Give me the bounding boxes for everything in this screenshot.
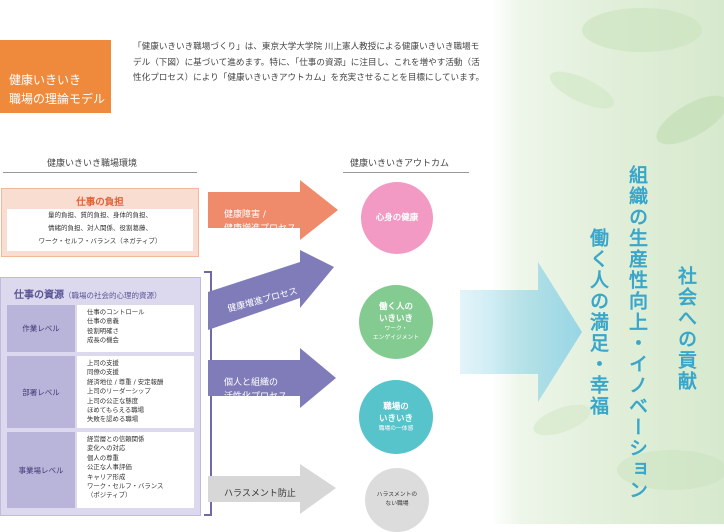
workplace-title-line: いきいき [378,413,413,424]
workplace-sub-line: 職場の一体感 [378,425,414,432]
resource-item: 同僚の支援 [87,368,119,377]
mental-physical-health-circle: 心身の健康 [361,182,433,254]
job-demands-box: 仕事の負担 量的負担、質的負担、身体的負担、 情緒的負担、対人関係、役割葛藤、 … [1,188,199,257]
no-harassment-circle: ハラスメントの ない職場 [365,468,429,532]
mental-physical-health-label: 心身の健康 [375,213,419,223]
resource-item: ほめてもらえる職場 [87,406,145,415]
resource-level-items: 上司の支援 同僚の支援 経済地位 / 尊重 / 安定報酬 上司のリーダーシップ … [77,356,194,428]
health-impairment-label: 健康障害 / 健康増進プロセス [224,208,296,236]
resource-item: 上司の公正な態度 [87,396,139,405]
worker-engagement-circle: 働く人の いきいき ワーク・ エンゲイジメント [359,285,433,359]
resource-item: 個人の尊重 [87,453,119,462]
resource-level-workplace: 事業場レベル 経営層との信頼関係 変化への対応 個人の尊重 公正な人事評価 キャ… [7,432,194,508]
harassment-label: ハラスメント防止 [224,489,296,499]
resource-level-label: 部署レベル [7,356,75,428]
resource-item: キャリア形成 [87,472,126,481]
resource-item: 失敗を認める職場 [87,415,139,424]
resource-item: 公正な人事評価 [87,463,132,472]
model-title-line1: 健康いきいき [9,73,82,87]
resource-item: 上司の支援 [87,359,119,367]
resource-item: 経済地位 / 尊重 / 安定報酬 [87,377,164,386]
job-demands-line: ワーク・セルフ・バランス（ネガティブ） [38,237,162,245]
environment-header: 健康いきいき職場環境 [47,159,138,169]
engagement-title-line: いきいき [378,314,413,324]
resource-level-department: 部署レベル 上司の支援 同僚の支援 経済地位 / 尊重 / 安定報酬 上司のリー… [7,356,194,428]
health-impairment-arrow [208,180,338,240]
model-title-line2: 職場の理論モデル [9,92,106,106]
process-arrows [208,180,338,514]
health-promotion-arrow [208,250,334,330]
resource-item: （ポジティブ） [87,491,132,500]
resource-level-label: 作業レベル [7,305,75,352]
resource-level-task: 作業レベル 仕事のコントロール 仕事の意義 役割明確さ 成長の機会 [7,305,194,352]
harassment-arrow [208,464,336,514]
social-contribution-text: 社会への貢献 [675,266,697,392]
intro-text: 「健康いきいき職場づくり」は、東京大学大学院 川上憲人教授による健康いきいき職場… [133,42,485,83]
resource-item: 変化への対応 [87,444,126,453]
arrow-label-line: 健康増進プロセス [224,224,297,234]
resource-item: ワーク・セルフ・バランス [87,482,164,491]
big-outcome-arrow [460,262,582,402]
engagement-sub-line: エンゲイジメント [372,335,420,341]
job-resources-title-main: 仕事の資源 [14,290,64,301]
job-resources-title: 仕事の資源（職場の社会的心理的資源） [14,286,162,301]
job-resources-subtitle: （職場の社会的心理的資源） [64,291,162,300]
resource-item: 仕事のコントロール [87,308,145,316]
workplace-title-line: 職場の [383,401,409,412]
job-demands-line: 量的負担、質的負担、身体的負担、 [48,211,152,219]
leaf-background [492,0,724,524]
workplace-vitality-circle: 職場の いきいき 職場の一体感 [359,380,433,454]
job-demands-list: 量的負担、質的負担、身体的負担、 情緒的負担、対人関係、役割葛藤、 ワーク・セル… [7,209,193,251]
no-harassment-line: ハラスメントの [376,492,418,498]
organization-productivity-text: 組織の生産性向上・イノベーション [626,165,648,501]
resource-level-items: 仕事のコントロール 仕事の意義 役割明確さ 成長の機会 [77,305,194,352]
leaf-decoration [533,8,724,490]
engagement-sub-line: ワーク・ [384,326,408,332]
resource-item: 成長の機会 [87,336,119,345]
arrow-label-line: 活性化プロセス [224,392,288,402]
job-demands-title: 仕事の負担 [76,197,124,208]
no-harassment-line: ない職場 [385,501,409,507]
resource-item: 上司のリーダーシップ [87,387,151,396]
model-title-box: 健康いきいき 職場の理論モデル [0,40,111,113]
arrow-label-line: 個人と組織の [224,378,279,388]
resource-level-label: 事業場レベル [7,432,75,508]
activation-label: 個人と組織の 活性化プロセス [224,376,287,404]
resource-item: 仕事の意義 [87,317,119,326]
resource-item: 役割明確さ [87,326,119,335]
engagement-title-line: 働く人の [378,302,413,312]
worker-satisfaction-text: 働く人の満足・幸福 [587,228,609,417]
outcome-header: 健康いきいきアウトカム [350,159,450,169]
activation-arrow [208,348,336,408]
job-resources-box: 仕事の資源（職場の社会的心理的資源） 作業レベル 仕事のコントロール 仕事の意義… [0,277,201,516]
outcome-header-rule [343,172,469,173]
resource-level-items: 経営層との信頼関係 変化への対応 個人の尊重 公正な人事評価 キャリア形成 ワー… [77,432,194,508]
environment-header-rule [3,172,197,173]
resource-item: 経営層との信頼関係 [87,435,145,443]
job-demands-line: 情緒的負担、対人関係、役割葛藤、 [48,224,152,232]
arrow-label-line: 健康障害 / [224,210,266,220]
